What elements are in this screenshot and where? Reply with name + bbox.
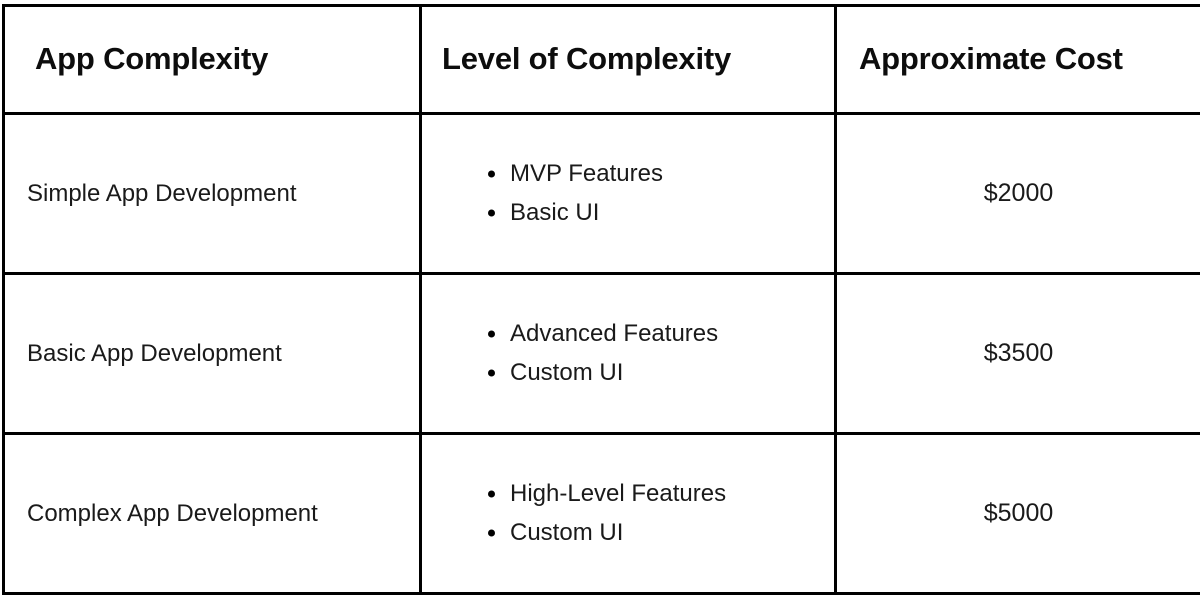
table-row: Basic App Development Advanced Features … [2,272,1200,435]
table-header: App Complexity Level of Complexity Appro… [2,4,1200,115]
feature-label: Custom UI [510,518,624,546]
feature-label: Custom UI [510,358,624,386]
cell-approximate-cost: $2000 [834,112,1200,275]
header-row: App Complexity Level of Complexity Appro… [2,4,1200,115]
cost-table-container: App Complexity Level of Complexity Appro… [2,4,1200,595]
column-header-app-complexity: App Complexity [2,4,422,115]
cell-level-of-complexity: MVP Features Basic UI [419,112,837,275]
table-row: Complex App Development High-Level Featu… [2,432,1200,595]
list-item: High-Level Features [488,475,824,514]
bullet-icon [488,330,495,338]
column-header-level-of-complexity: Level of Complexity [419,4,837,115]
bullet-icon [488,170,495,178]
feature-label: Basic UI [510,198,600,226]
feature-label: Advanced Features [510,319,719,347]
table-body: Simple App Development MVP Features Basi… [2,112,1200,595]
cell-app-complexity: Basic App Development [2,272,422,435]
table-row: Simple App Development MVP Features Basi… [2,112,1200,275]
cell-approximate-cost: $5000 [834,432,1200,595]
list-item: Custom UI [488,354,824,393]
bullet-icon [488,209,495,217]
feature-list: High-Level Features Custom UI [422,475,824,553]
feature-label: MVP Features [510,159,663,187]
cell-level-of-complexity: Advanced Features Custom UI [419,272,837,435]
list-item: Custom UI [488,514,824,553]
cell-app-complexity: Simple App Development [2,112,422,275]
bullet-icon [488,490,495,498]
bullet-icon [488,529,495,537]
list-item: Basic UI [488,194,824,233]
column-header-approximate-cost: Approximate Cost [834,4,1200,115]
app-cost-table: App Complexity Level of Complexity Appro… [2,4,1200,595]
cell-app-complexity: Complex App Development [2,432,422,595]
feature-label: High-Level Features [510,479,727,507]
bullet-icon [488,369,495,377]
list-item: Advanced Features [488,315,824,354]
cell-level-of-complexity: High-Level Features Custom UI [419,432,837,595]
list-item: MVP Features [488,155,824,194]
feature-list: Advanced Features Custom UI [422,315,824,393]
feature-list: MVP Features Basic UI [422,155,824,233]
cell-approximate-cost: $3500 [834,272,1200,435]
